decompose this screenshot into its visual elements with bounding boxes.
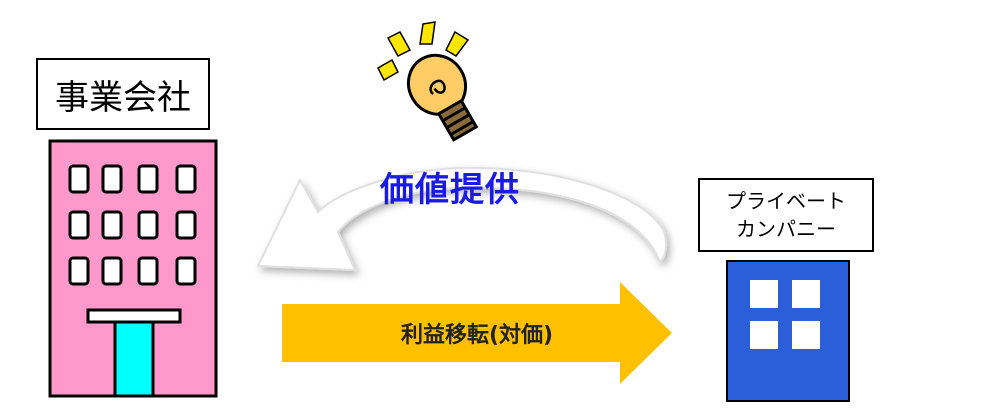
value-provision-label: 価値提供	[380, 170, 520, 210]
profit-transfer-arrow: 利益移転(対価)	[282, 282, 672, 384]
operating-company-label: 事業会社	[36, 58, 210, 130]
private-company-label-line2: カンパニー	[736, 217, 836, 241]
private-company-label: プライベート カンパニー	[698, 178, 874, 252]
profit-transfer-label: 利益移転(対価)	[400, 323, 554, 348]
private-company-label-line1: プライベート	[726, 189, 846, 213]
